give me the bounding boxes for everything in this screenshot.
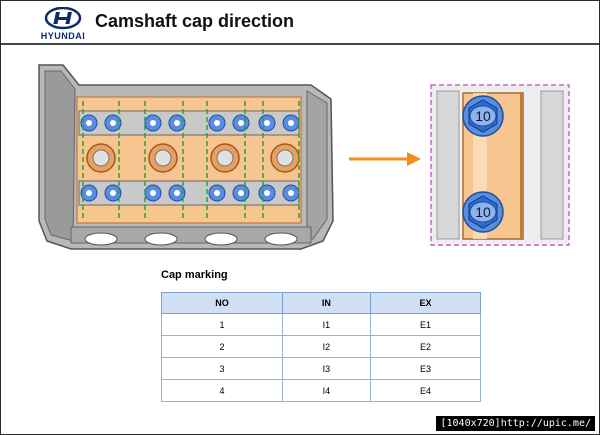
hyundai-logo: HYUNDAI <box>31 6 95 43</box>
cap-mark-top: 10 <box>475 108 491 124</box>
table-header-row: NO IN EX <box>161 292 482 314</box>
cell-no: 4 <box>161 379 283 402</box>
page-title: Camshaft cap direction <box>95 11 295 31</box>
table-row: 2 I2 E2 <box>161 335 482 358</box>
cell-ex: E3 <box>369 357 482 380</box>
cell-in: I1 <box>281 313 371 336</box>
cell-ex: E4 <box>369 379 482 402</box>
column-header-no: NO <box>161 292 283 314</box>
logo-text: HYUNDAI <box>40 31 86 41</box>
hyundai-emblem-icon <box>44 6 82 30</box>
table-row: 4 I4 E4 <box>161 379 482 402</box>
column-header-ex: EX <box>369 292 482 314</box>
title-divider <box>1 43 599 45</box>
table-row: 3 I3 E3 <box>161 357 482 380</box>
cell-in: I4 <box>281 379 371 402</box>
cap-marking-table: NO IN EX 1 I1 E1 2 I2 E2 3 I3 E3 4 <box>161 292 482 402</box>
cap-bolt-top-icon <box>462 95 504 137</box>
cam-journals <box>78 101 300 219</box>
column-header-in: IN <box>281 292 371 314</box>
table-row: 1 I1 E1 <box>161 313 482 336</box>
camshaft-diagram: 10 10 <box>38 64 570 250</box>
cap-marking-heading: Cap marking <box>161 269 228 281</box>
cell-in: I3 <box>281 357 371 380</box>
cap-detail-view: 10 10 <box>430 84 570 246</box>
cell-no: 3 <box>161 357 283 380</box>
cell-ex: E2 <box>369 335 482 358</box>
image-source-footer: [1040x720]http://upic.me/ <box>436 416 595 431</box>
cell-ex: E1 <box>369 313 482 336</box>
cap-mark-bottom: 10 <box>475 204 491 220</box>
cap-bolt-bottom-icon <box>462 191 504 233</box>
cell-no: 1 <box>161 313 283 336</box>
direction-arrow <box>349 152 421 166</box>
cell-in: I2 <box>281 335 371 358</box>
cell-no: 2 <box>161 335 283 358</box>
